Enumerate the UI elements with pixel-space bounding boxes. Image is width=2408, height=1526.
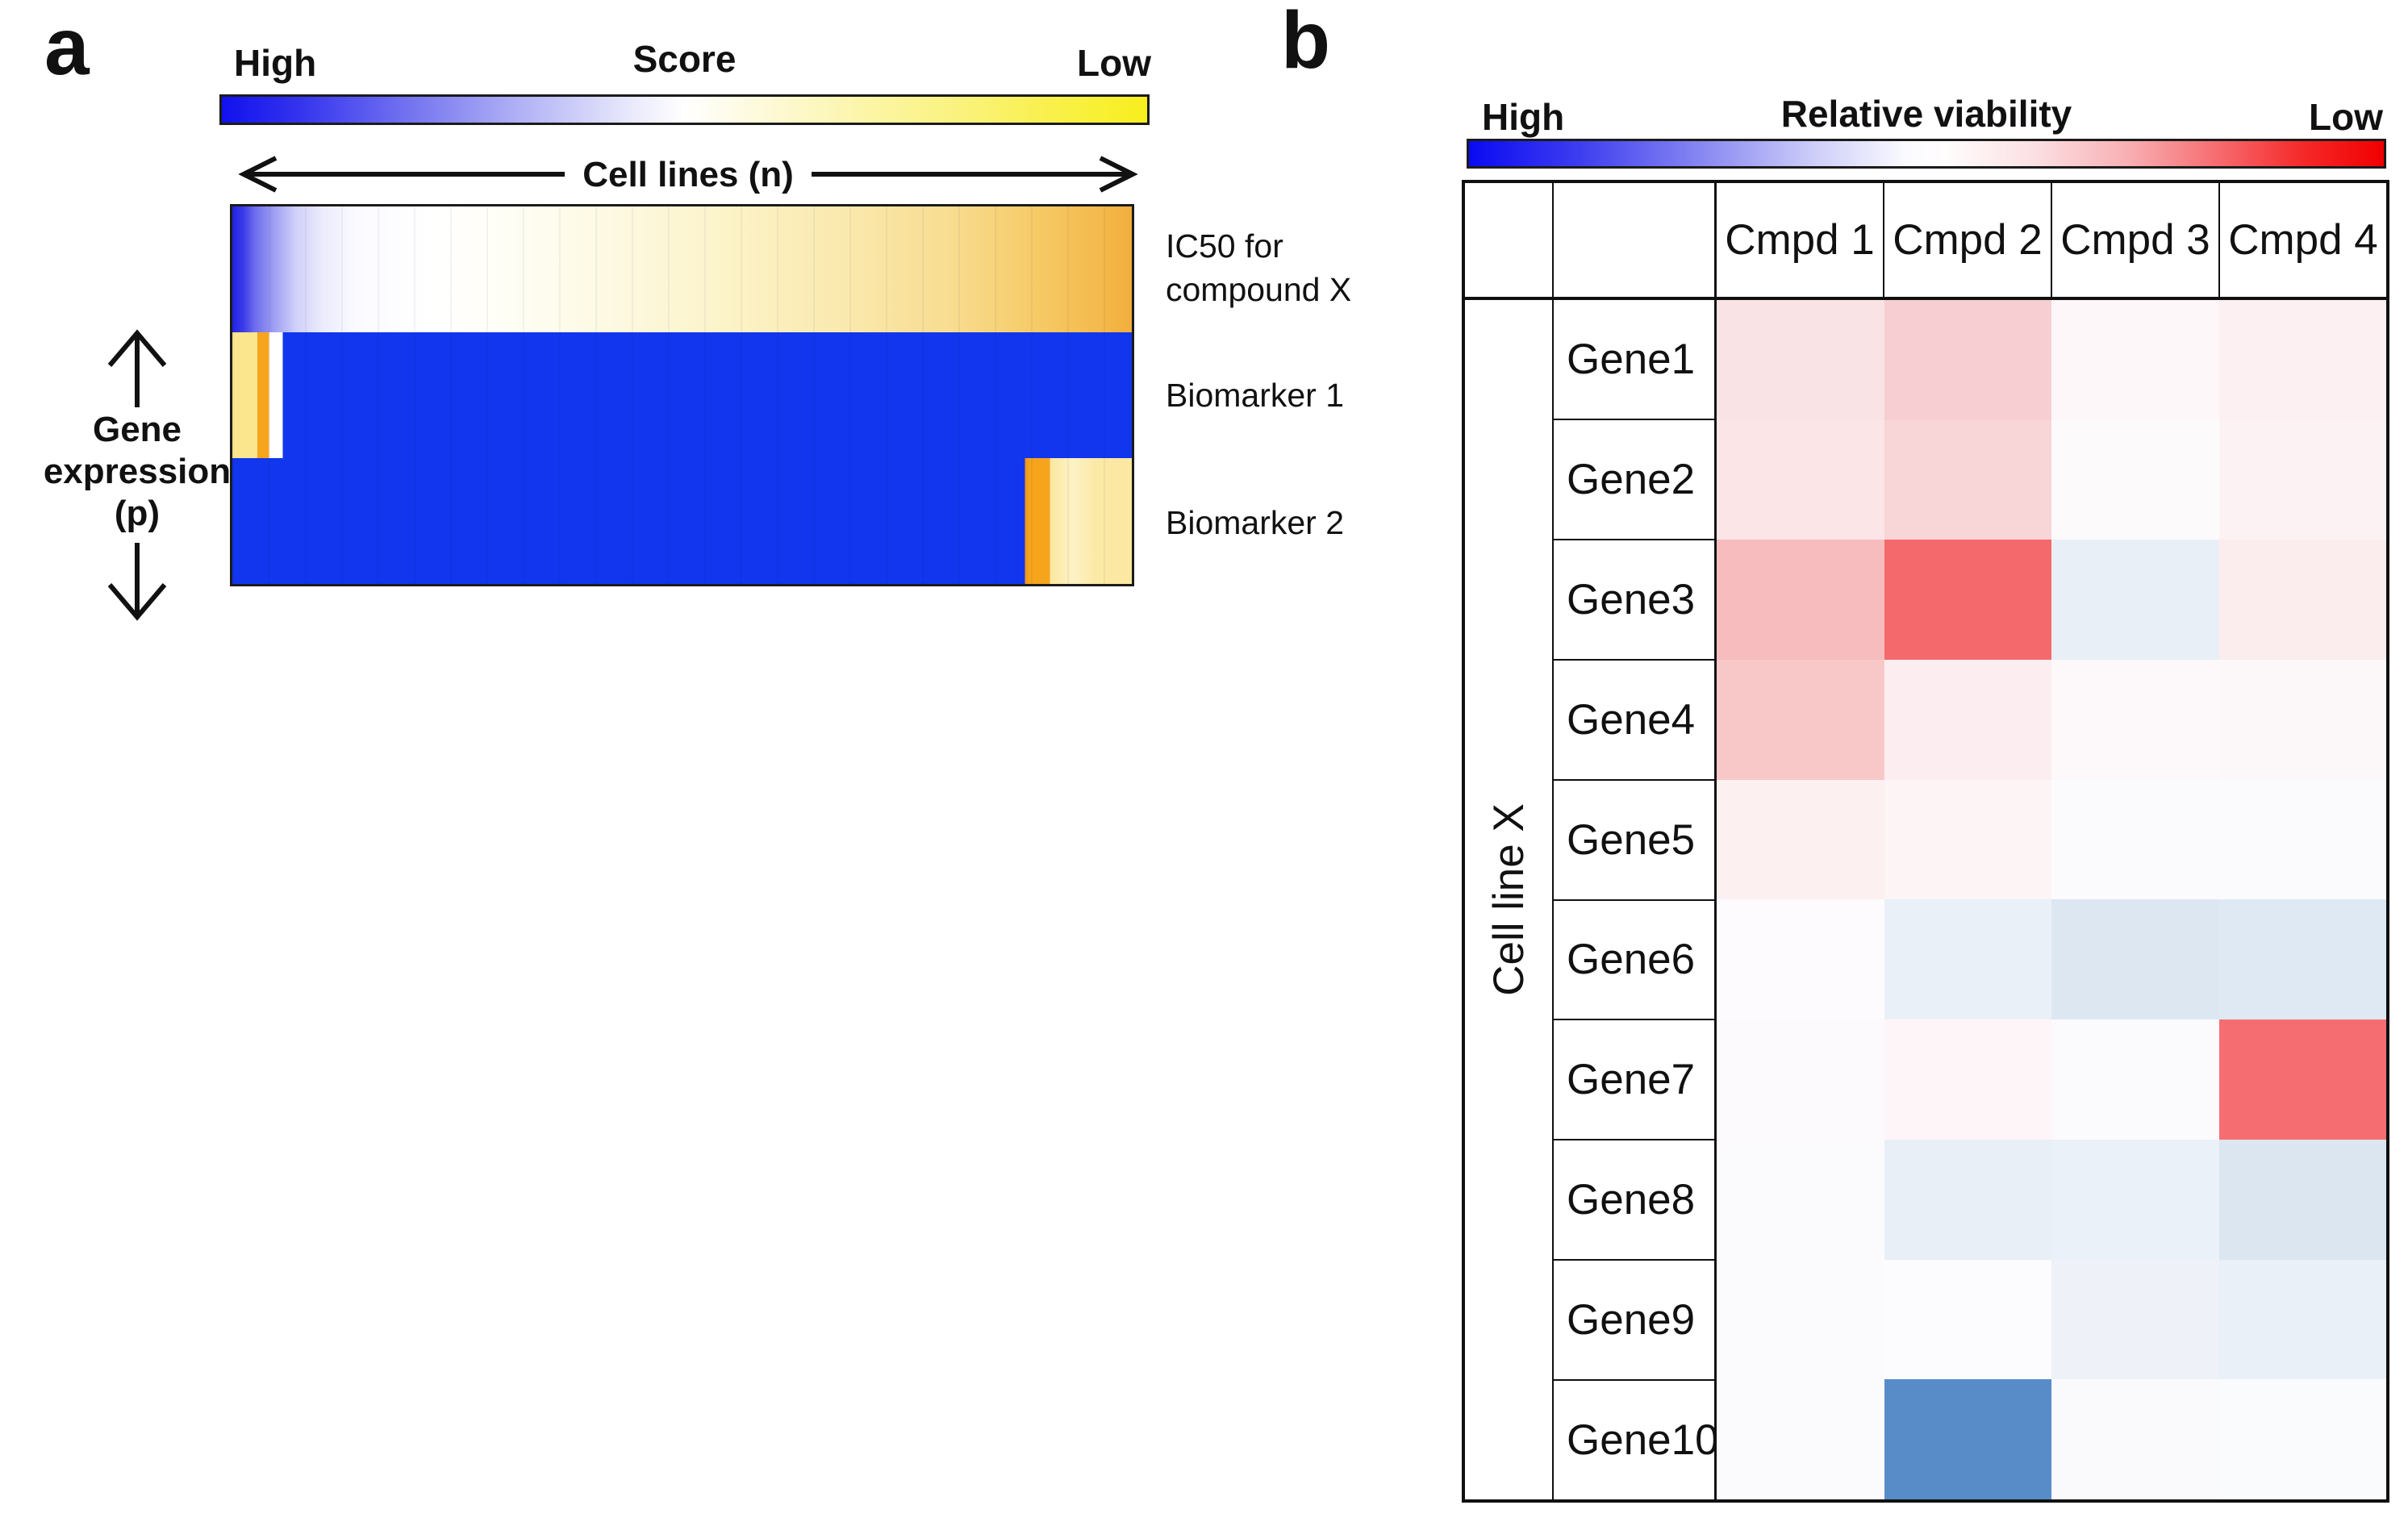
heat-cell-gene7-cmpd4: [2218, 1019, 2386, 1140]
heat-cell-gene6-cmpd4: [2218, 899, 2386, 1020]
heatmap-a: [230, 204, 1134, 586]
viability-legend-title: Relative viability: [1780, 93, 2072, 135]
viability-legend-high-label: High: [1482, 96, 1565, 138]
double-arrow-icon: [238, 156, 1138, 193]
heat-cell-gene8-cmpd4: [2218, 1139, 2386, 1260]
column-header-cmpd-2: Cmpd 2: [1884, 183, 2052, 297]
gene-label-gene2: Gene2: [1554, 420, 1714, 540]
heat-cell-gene2-cmpd1: [1717, 419, 1884, 540]
heat-cell-gene4-cmpd3: [2051, 660, 2219, 780]
heat-cell-gene5-cmpd2: [1884, 779, 2051, 900]
score-legend-title: Score: [632, 38, 737, 80]
heat-cell-gene7-cmpd3: [2051, 1019, 2219, 1140]
panel-a-letter: a: [44, 2, 90, 92]
column-header-cmpd-4: Cmpd 4: [2228, 216, 2378, 264]
gene-label-gene10: Gene10: [1567, 1416, 1719, 1465]
heat-cell-gene8-cmpd3: [2051, 1139, 2219, 1260]
gene-label-gene5: Gene5: [1554, 781, 1714, 901]
heat-cell-gene4-cmpd1: [1717, 660, 1884, 780]
heat-cell-gene3-cmpd4: [2218, 540, 2386, 661]
gene-expression-label-line2: expression: [43, 452, 232, 491]
viability-heat-grid: [1717, 300, 2386, 1499]
heat-cell-gene10-cmpd2: [1884, 1379, 2051, 1499]
header-cell-line-spacer: [1465, 183, 1554, 297]
heat-cell-gene6-cmpd1: [1717, 899, 1884, 1020]
column-header-cmpd-1: Cmpd 1: [1717, 183, 1884, 297]
score-colorbar: [219, 94, 1150, 125]
heat-cell-gene7-cmpd2: [1884, 1019, 2051, 1140]
gene-expression-axis: Gene expression (p): [28, 325, 246, 623]
gene-expression-label-line1: Gene: [92, 410, 182, 449]
heatmap-a-row-1: [232, 206, 1132, 332]
heat-cell-gene1-cmpd4: [2218, 300, 2386, 420]
gene-label-gene3: Gene3: [1554, 540, 1714, 661]
heat-cell-gene5-cmpd3: [2051, 779, 2219, 900]
panel-b-letter: b: [1281, 0, 1331, 85]
viability-colorbar: [1467, 139, 2386, 169]
up-arrow-icon: [107, 329, 167, 407]
gene-label-gene7: Gene7: [1554, 1020, 1714, 1141]
heatmap-a-row-label-3: Biomarker 2: [1166, 504, 1345, 541]
heat-cell-gene8-cmpd2: [1884, 1139, 2051, 1260]
heat-cell-gene2-cmpd2: [1884, 419, 2051, 540]
heat-cell-gene1-cmpd3: [2051, 300, 2219, 420]
gene-label-gene1: Gene1: [1554, 300, 1714, 420]
gene-label-gene9: Gene9: [1554, 1261, 1714, 1382]
gene-label-gene6: Gene6: [1554, 901, 1714, 1021]
heatmap-column-texture: [232, 458, 1132, 584]
heat-cell-gene2-cmpd4: [2218, 419, 2386, 540]
gene-label-gene4: Gene4: [1554, 661, 1714, 781]
heat-cell-gene10-cmpd4: [2218, 1379, 2386, 1499]
heatmap-a-row-label-2: Biomarker 1: [1166, 377, 1345, 414]
down-arrow-icon: [107, 543, 167, 621]
column-header-cmpd-3: Cmpd 3: [2052, 183, 2220, 297]
score-legend-low-label: Low: [1077, 42, 1151, 84]
heat-cell-gene9-cmpd1: [1717, 1259, 1884, 1380]
heat-cell-gene5-cmpd1: [1717, 779, 1884, 900]
heat-cell-gene4-cmpd2: [1884, 660, 2051, 780]
heat-cell-gene10-cmpd1: [1717, 1379, 1884, 1499]
cell-lines-axis-arrow: Cell lines (n): [232, 153, 1144, 195]
heat-cell-gene1-cmpd2: [1884, 300, 2051, 420]
heat-cell-gene8-cmpd1: [1717, 1139, 1884, 1260]
heat-cell-gene3-cmpd3: [2051, 540, 2219, 661]
heat-cell-gene6-cmpd3: [2051, 899, 2219, 1020]
heat-cell-gene9-cmpd4: [2218, 1259, 2386, 1380]
gene-label-gene8: Gene8: [1554, 1140, 1714, 1261]
heat-cell-gene9-cmpd2: [1884, 1259, 2051, 1380]
heat-cell-gene3-cmpd2: [1884, 540, 2051, 661]
heat-cell-gene10-cmpd3: [2051, 1379, 2219, 1499]
heatmap-column-texture: [232, 206, 1132, 332]
heat-cell-gene7-cmpd1: [1717, 1019, 1884, 1140]
cell-lines-axis-label: Cell lines (n): [582, 155, 794, 194]
score-legend-high-label: High: [234, 42, 317, 84]
heatmap-column-texture: [232, 332, 1132, 458]
viability-legend-low-label: Low: [2309, 96, 2383, 138]
heat-cell-gene3-cmpd1: [1717, 540, 1884, 661]
heat-cell-gene6-cmpd2: [1884, 899, 2051, 1020]
gene-expression-label-line3: (p): [114, 494, 161, 533]
heat-cell-gene1-cmpd1: [1717, 300, 1884, 420]
heatmap-a-row-3: [232, 458, 1132, 584]
heat-cell-gene9-cmpd3: [2051, 1259, 2219, 1380]
cell-line-label-column: Cell line X: [1465, 300, 1554, 1499]
heat-cell-gene5-cmpd4: [2218, 779, 2386, 900]
heat-cell-gene2-cmpd3: [2051, 419, 2219, 540]
header-gene-spacer: [1554, 183, 1717, 297]
heatmap-a-row-2: [232, 332, 1132, 458]
heat-cell-gene4-cmpd4: [2218, 660, 2386, 780]
cell-line-label: Cell line X: [1484, 803, 1533, 996]
